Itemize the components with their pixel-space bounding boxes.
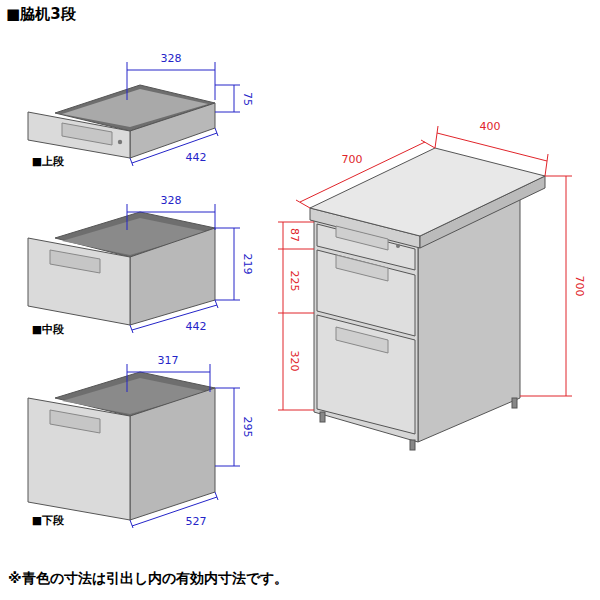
dimension-label: 442 [185, 152, 208, 164]
dimension-label: 328 [160, 53, 183, 65]
section-label: ■上段 [32, 156, 64, 168]
title: ■脇机3段 [6, 6, 76, 23]
dimension-label: 700 [341, 154, 364, 166]
middle-drawer [28, 212, 215, 325]
dimension-label: 75 [241, 91, 253, 107]
red-dimension-lines [278, 126, 572, 410]
dimension-label: 700 [573, 275, 585, 298]
caption: ※青色の寸法は引出し内の有効内寸法です。 [8, 571, 288, 586]
blue-dimension-lines [127, 62, 240, 528]
top-drawer [28, 85, 215, 158]
dimension-label: 317 [157, 355, 180, 367]
dimension-label: 400 [479, 121, 502, 133]
desk-body [310, 148, 545, 450]
dimension-label: 225 [288, 270, 300, 293]
dimension-label: 527 [185, 516, 208, 528]
dimension-label: 320 [288, 350, 300, 373]
dimension-label: 295 [241, 416, 253, 439]
section-label: ■中段 [32, 324, 64, 336]
dimension-label: 328 [160, 195, 183, 207]
dimension-label: 87 [288, 227, 300, 243]
dimension-label: 219 [241, 253, 253, 276]
bottom-drawer [28, 372, 215, 520]
dimension-label: 442 [185, 321, 208, 333]
section-label: ■下段 [32, 515, 64, 527]
